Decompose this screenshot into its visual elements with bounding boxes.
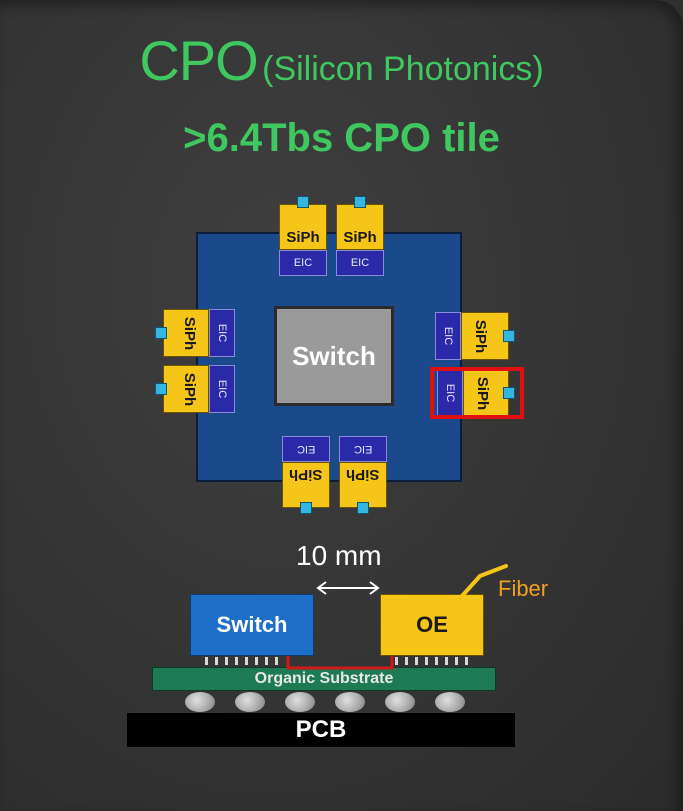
solder-ball — [385, 692, 415, 712]
electrical-trace — [286, 656, 394, 670]
siph-left-1: SiPh — [163, 309, 209, 357]
title-paren: (Silicon Photonics) — [262, 50, 544, 88]
eic-label: EIC — [293, 257, 313, 269]
cross-section-switch: Switch — [190, 594, 314, 656]
micro-bump — [455, 657, 458, 665]
cross-section-switch-label: Switch — [216, 612, 288, 637]
micro-bump — [265, 657, 268, 665]
micro-bump — [415, 657, 418, 665]
fiber-label: Fiber — [498, 576, 549, 601]
slide-subtitle: >6.4Tbs CPO tile — [183, 116, 500, 160]
eic-bottom-2: EIC — [339, 436, 387, 462]
micro-bump — [215, 657, 218, 665]
distance-label: 10 mm — [296, 540, 382, 571]
micro-bump — [435, 657, 438, 665]
micro-bump — [395, 657, 398, 665]
eic-left-2: EIC — [209, 365, 235, 413]
title-main: CPO — [139, 29, 258, 92]
micro-bump — [225, 657, 228, 665]
solder-ball — [285, 692, 315, 712]
micro-bump — [255, 657, 258, 665]
pcb-board: PCB — [127, 713, 515, 747]
fiber-port-bottom-1 — [300, 502, 312, 514]
switch-die: Switch — [274, 306, 394, 406]
micro-bump — [275, 657, 278, 665]
fiber-port-bottom-2 — [357, 502, 369, 514]
siph-top-1: SiPh — [279, 204, 327, 250]
eic-top-1: EIC — [279, 250, 327, 276]
siph-bottom-1: SiPh — [282, 462, 330, 508]
siph-left-2: SiPh — [163, 365, 209, 413]
fiber-port-right-2 — [503, 387, 515, 399]
eic-label: EIC — [350, 257, 370, 269]
micro-bump — [205, 657, 208, 665]
siph-right-1: SiPh — [461, 312, 509, 360]
micro-bump — [425, 657, 428, 665]
solder-ball — [185, 692, 215, 712]
eic-left-1: EIC — [209, 309, 235, 357]
fiber-line — [460, 564, 508, 598]
organic-substrate-label: Organic Substrate — [254, 670, 394, 687]
eic-top-2: EIC — [336, 250, 384, 276]
micro-bump — [445, 657, 448, 665]
micro-bump — [405, 657, 408, 665]
distance-arrow-icon — [316, 581, 380, 595]
eic-bottom-1: EIC — [282, 436, 330, 462]
siph-label: SiPh — [343, 229, 377, 246]
fiber-port-left-2 — [155, 383, 167, 395]
solder-ball — [435, 692, 465, 712]
micro-bump — [245, 657, 248, 665]
solder-ball — [335, 692, 365, 712]
micro-bump — [235, 657, 238, 665]
highlighted-module — [430, 367, 524, 419]
micro-bump — [465, 657, 468, 665]
organic-substrate: Organic Substrate — [152, 667, 496, 691]
cross-section-oe-label: OE — [416, 612, 448, 637]
switch-die-label: Switch — [292, 340, 376, 371]
solder-ball — [235, 692, 265, 712]
fiber-port-left-1 — [155, 327, 167, 339]
eic-right-1: EIC — [435, 312, 461, 360]
fiber-port-top-2 — [354, 196, 366, 208]
fiber-port-right-1 — [503, 330, 515, 342]
slide-title: CPO (Silicon Photonics) — [0, 28, 683, 93]
cross-section-oe: OE — [380, 594, 484, 656]
pcb-label: PCB — [295, 716, 347, 743]
fiber-port-top-1 — [297, 196, 309, 208]
siph-label: SiPh — [286, 229, 320, 246]
